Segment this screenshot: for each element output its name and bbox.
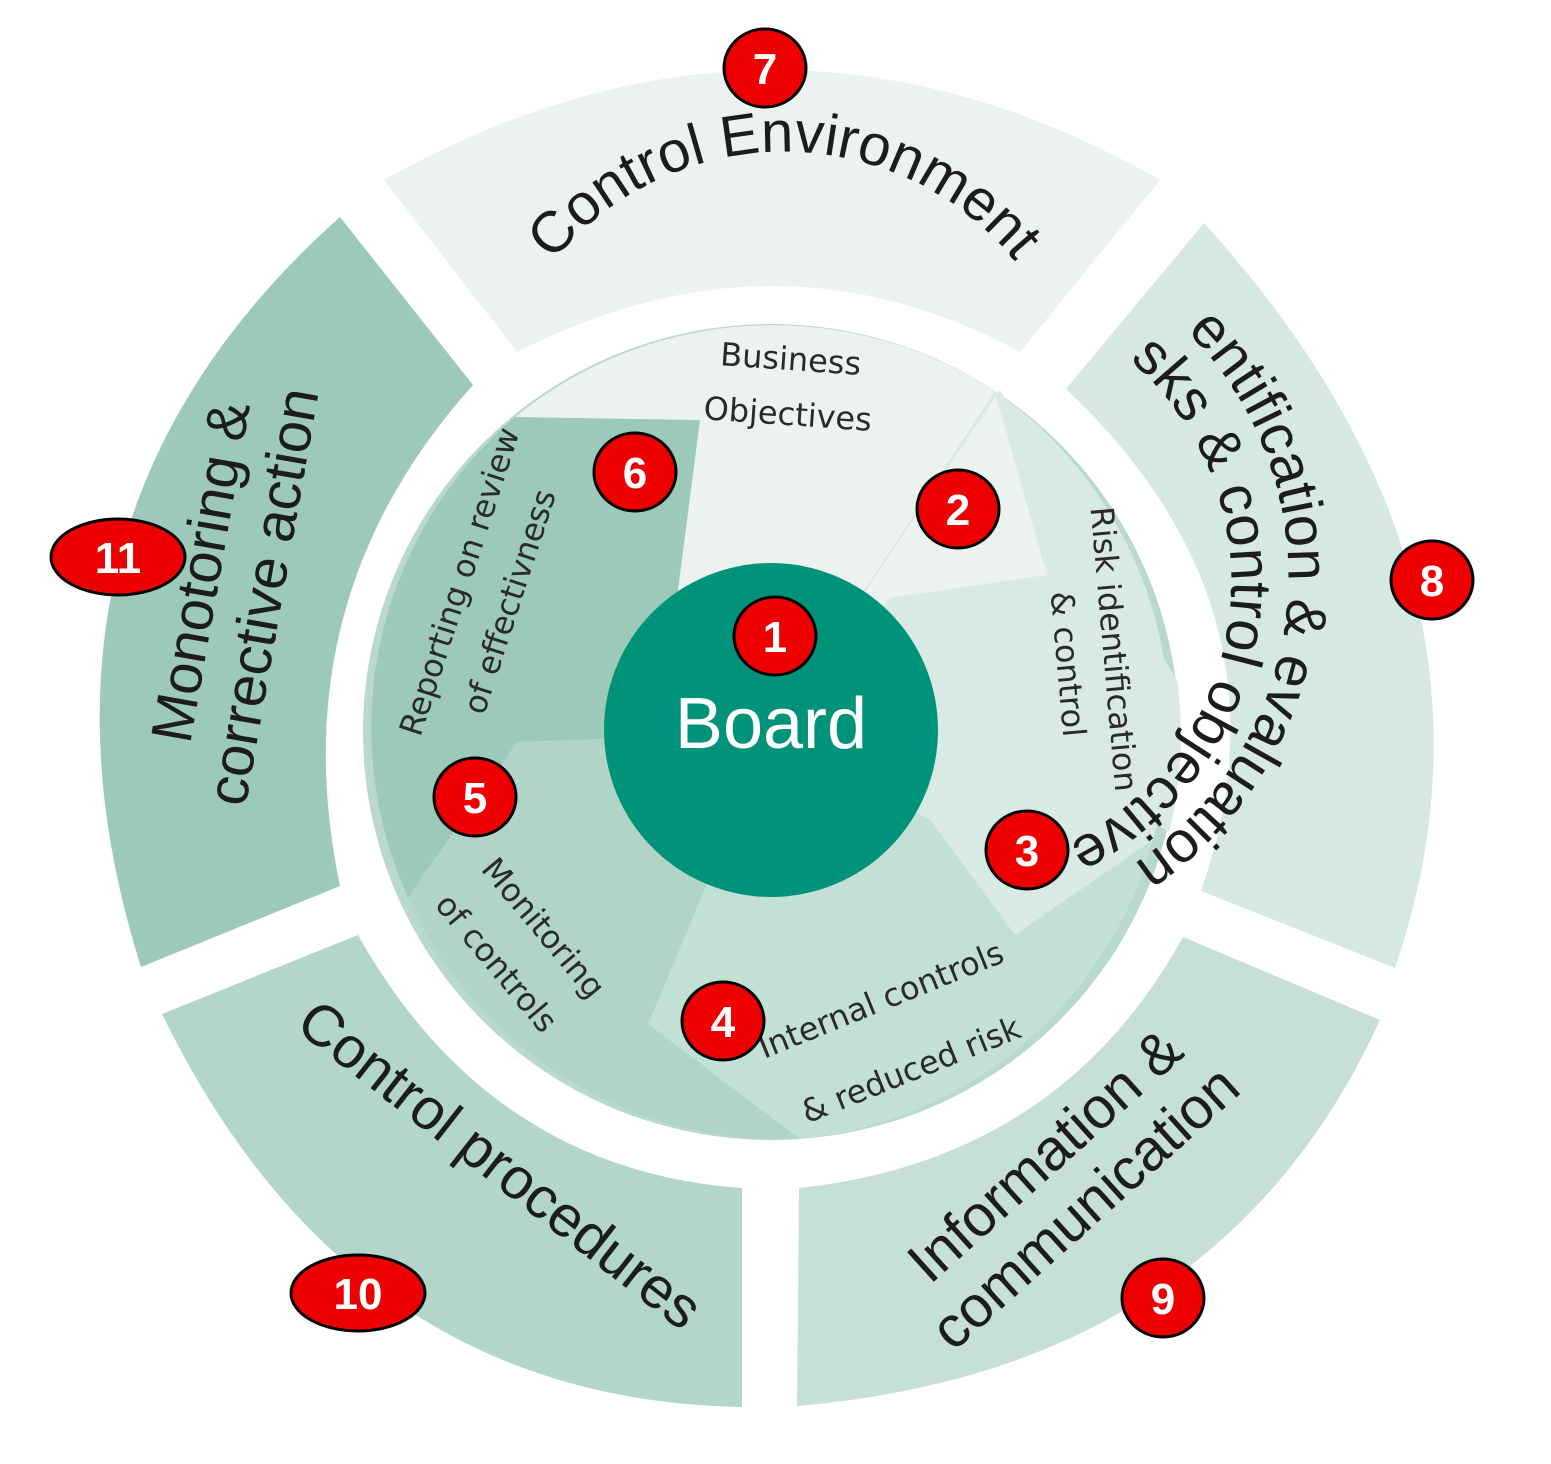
badge-7: 7 [722,27,808,109]
board-label: Board [675,684,867,764]
svg-text:6: 6 [623,449,647,498]
badges: 1 2 3 4 5 6 7 8 [49,27,1475,1339]
inner-ring [363,324,1181,1140]
segment-information [797,937,1380,1406]
badge-3: 3 [984,809,1070,891]
badge-11: 11 [49,517,187,597]
svg-text:7: 7 [753,45,777,94]
svg-text:3: 3 [1015,827,1039,876]
badge-2: 2 [915,468,1001,550]
segment-risk-identification-main [771,391,1170,935]
segment-identification [1066,223,1434,968]
svg-text:11: 11 [95,534,142,583]
badge-5: 5 [432,756,518,838]
outer-ring [99,70,1434,1407]
segment-control-environment [384,70,1160,352]
segment-monitoring [99,217,473,967]
svg-text:8: 8 [1420,557,1444,606]
svg-text:1: 1 [763,613,787,662]
svg-text:2: 2 [946,486,970,535]
badge-4: 4 [680,980,766,1062]
svg-text:9: 9 [1151,1275,1175,1324]
badge-10: 10 [289,1253,427,1333]
badge-6: 6 [592,431,678,513]
svg-text:4: 4 [711,998,736,1047]
svg-text:10: 10 [334,1270,383,1319]
segment-control-procedures [162,935,742,1407]
board-circle [604,563,938,897]
svg-text:5: 5 [463,774,487,823]
badge-8: 8 [1389,539,1475,621]
badge-9: 9 [1120,1257,1206,1339]
badge-1: 1 [732,595,818,677]
